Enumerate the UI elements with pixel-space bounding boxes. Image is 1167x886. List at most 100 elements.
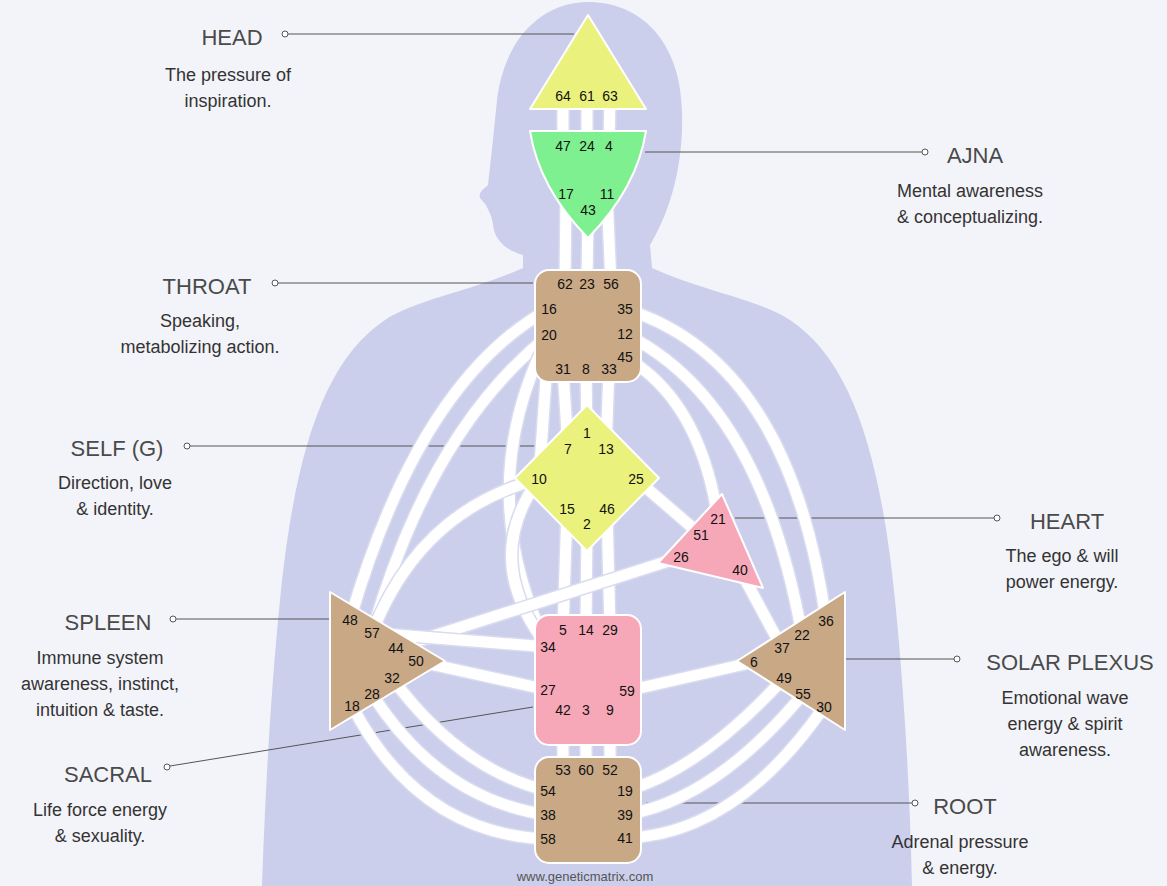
gate-number: 39: [617, 807, 633, 823]
gate-number: 12: [617, 326, 633, 342]
gate-number: 1: [583, 425, 591, 441]
leader-line: [846, 659, 954, 660]
gate-number: 60: [578, 762, 594, 778]
center-description: Life force energy & sexuality.: [31, 797, 169, 849]
channel-border: [392, 678, 548, 791]
gate-number: 45: [617, 349, 633, 365]
leader-dot: [170, 616, 176, 622]
channel: [352, 706, 548, 839]
gate-number: 63: [602, 88, 618, 104]
gate-number: 38: [540, 807, 556, 823]
channel-band: [625, 707, 824, 838]
channel-border: [372, 694, 548, 815]
gate-number: 15: [559, 501, 575, 517]
gate-number: 29: [602, 622, 618, 638]
gate-number: 18: [344, 698, 360, 714]
channel: [625, 707, 824, 838]
gate-number: 42: [555, 702, 571, 718]
channel-band: [352, 706, 548, 839]
channel-border: [625, 707, 824, 838]
gate-number: 61: [579, 88, 595, 104]
gate-number: 14: [578, 622, 594, 638]
leader-line: [288, 34, 574, 35]
leader-dot: [912, 800, 918, 806]
gate-number: 8: [582, 361, 590, 377]
gate-number: 57: [364, 625, 380, 641]
leader-dot: [994, 515, 1000, 521]
gate-number: 33: [601, 361, 617, 377]
gate-number: 50: [408, 653, 424, 669]
center-description: The ego & will power energy.: [996, 543, 1128, 595]
watermark: www.geneticmatrix.com: [517, 867, 654, 886]
gate-number: 59: [619, 683, 635, 699]
leader-dot: [184, 443, 190, 449]
center-description: Direction, love & identity.: [51, 470, 179, 522]
center-description: The pressure of inspiration.: [153, 62, 303, 114]
gate-number: 49: [776, 670, 792, 686]
gate-number: 20: [541, 327, 557, 343]
energy-center: 48574450322818: [325, 587, 450, 735]
channel-band: [392, 678, 548, 791]
gate-number: 2: [583, 516, 591, 532]
center-shape: [330, 592, 445, 730]
channel-border: [625, 694, 803, 815]
energy-center: 64 61 63: [527, 12, 649, 112]
gate-number: 62: [557, 276, 573, 292]
gate-number: 41: [617, 830, 633, 846]
center-description: Speaking, metabolizing action.: [114, 308, 286, 360]
center-name: HEAD: [201, 22, 262, 54]
center-shape: [737, 592, 845, 730]
center-name: HEART: [1030, 506, 1104, 538]
gate-number: 11: [600, 186, 615, 202]
gate-number: 35: [617, 301, 633, 317]
center-name: SELF (G): [71, 433, 164, 465]
gate-number: 7: [564, 441, 572, 457]
gate-number: 52: [602, 762, 618, 778]
gate-number: 37: [774, 640, 790, 656]
gate-number: 30: [816, 699, 832, 715]
gate-number: 64: [555, 88, 571, 104]
gate-number: 40: [732, 562, 748, 578]
gate-number: 4: [605, 138, 613, 154]
center-name: SPLEEN: [65, 607, 152, 639]
gate-number: 6: [750, 654, 758, 670]
leader-line: [176, 619, 329, 620]
leader-line: [645, 152, 922, 153]
gate-number: 28: [364, 686, 380, 702]
gate-number: 16: [541, 301, 557, 317]
center-name: SOLAR PLEXUS: [986, 647, 1154, 679]
gate-number: 23: [579, 276, 595, 292]
leader-dot: [164, 764, 170, 770]
center-outline: [732, 587, 850, 735]
center-description: Immune system awareness, instinct, intui…: [16, 645, 184, 723]
center-description: Mental awareness & conceptualizing.: [891, 178, 1049, 230]
gate-number: 26: [673, 549, 689, 565]
channel-band: [372, 694, 548, 815]
energy-center: 1713102515246: [512, 402, 662, 554]
gate-number: 10: [531, 471, 547, 487]
center-shape: [530, 15, 646, 109]
gate-number: 43: [580, 202, 596, 218]
leader-dot: [954, 656, 960, 662]
center-name: AJNA: [947, 140, 1003, 172]
center-shape: [658, 494, 763, 588]
energy-center: 514293427594239: [533, 613, 643, 747]
channel: [625, 694, 803, 815]
center-shape: [530, 131, 646, 238]
gate-number: 24: [579, 138, 595, 154]
gate-number: 5: [559, 622, 567, 638]
gate-number: 58: [540, 831, 556, 847]
gate-number: 32: [384, 670, 400, 686]
leader-line: [190, 446, 545, 447]
channel-border: [627, 662, 754, 691]
gate-number: 51: [693, 527, 709, 543]
gate-number: 3: [582, 702, 590, 718]
leader-line: [646, 803, 912, 804]
leader-dot: [922, 149, 928, 155]
gate-number: 54: [540, 783, 556, 799]
center-name: SACRAL: [64, 759, 152, 791]
gate-number: 55: [795, 686, 811, 702]
center-shape: [535, 615, 641, 745]
center-outline: [325, 587, 450, 735]
